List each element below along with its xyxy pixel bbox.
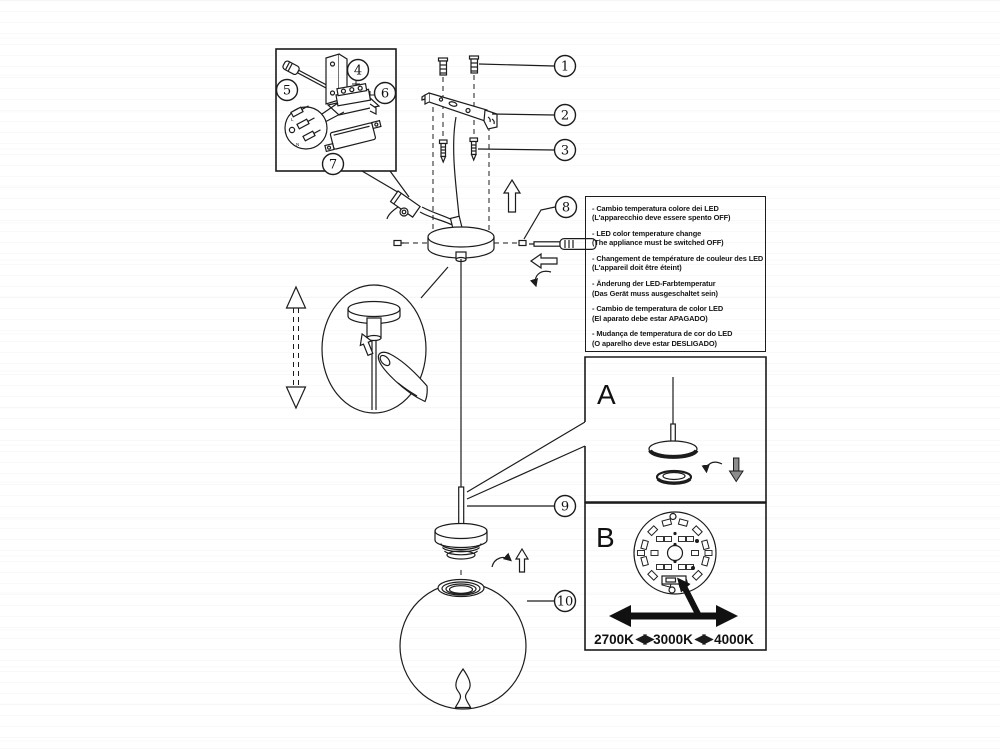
ceiling-canopy [427,215,495,263]
instruction-line: - LED color temperature change [592,229,702,239]
detail-b-label: B [596,522,615,553]
detail-a-label: A [597,379,616,410]
inset-pointer-line [361,170,402,195]
instruction-line: (Das Gerät muss ausgeschaltet sein) [592,288,718,298]
temp-2700k: 2700K [594,632,634,647]
svg-text:2: 2 [561,109,569,124]
instruction-item: - Cambio de temperatura de color LED (El… [592,304,760,323]
instruction-line: - Changement de température de couleur d… [592,254,764,264]
callout-5: 5 [275,78,299,102]
down-arrow-icon [728,457,744,483]
terminal-block [326,83,381,116]
instruction-line: - Mudança de temperatura de cor do LED [592,329,733,339]
wall-anchor [468,55,480,74]
glass-sphere [399,578,527,710]
push-up-arrow-icon [359,332,374,357]
callout-leaders [467,63,556,602]
glass-drop-detail [454,667,472,709]
instruction-line: (L'appareil doit être éteint) [592,263,682,273]
switch-pointer-arrow [677,577,702,617]
inset-pointer-line [389,170,410,198]
led-driver-box [324,119,382,153]
left-arrow-icon [529,252,558,270]
up-arrow-icon [514,547,530,573]
mounting-screw [469,137,479,162]
wire-clamp-magnifier: L N [284,102,345,150]
instructions-panel: - Cambio temperatura colore dei LED (L'a… [585,196,766,352]
cable-connector [386,190,459,228]
instruction-item: - LED color temperature change (The appl… [592,229,760,248]
svg-text:10: 10 [557,595,574,610]
callout-3: 3 [553,138,577,162]
callout-1: 1 [553,54,577,78]
instruction-line: - Änderung der LED-Farbtemperatur [592,279,716,289]
svg-text:1: 1 [561,60,569,75]
up-arrow-icon [502,178,522,213]
finger-illustration [377,351,428,403]
svg-text:3: 3 [561,144,569,159]
instruction-item: - Änderung der LED-Farbtemperatur (Das G… [592,279,760,298]
instruction-item: - Changement de température de couleur d… [592,254,764,273]
detail-a-panel: A [584,356,767,503]
mounting-screw [438,139,448,164]
callout-8: 8 [554,195,578,219]
canopy-side-screw [393,239,428,247]
cct-range-arrow [609,605,738,627]
instruction-line: (L'apparecchio deve essere spento OFF) [592,213,731,223]
pcb-components [637,536,713,570]
ceiling-bracket [421,92,498,130]
instruction-item: - Cambio temperatura colore dei LED (L'a… [592,204,760,223]
instruction-item: - Mudança de temperatura de cor do LED (… [592,329,760,348]
callout-10: 10 [553,589,577,613]
detail-a-pointer [466,421,586,493]
callout-4: 4 [346,58,370,82]
callout-9: 9 [553,494,577,518]
instruction-line: (The appliance must be switched OFF) [592,238,724,248]
callout-7: 7 [321,152,345,176]
canopy-side-screw [494,239,527,247]
lamp-holder [434,486,488,560]
screwdriver-icon [529,238,597,251]
svg-text:5: 5 [283,84,291,99]
temp-4000k: 4000K [714,632,754,647]
instruction-line: (El aparato debe estar APAGADO) [592,313,708,323]
svg-text:4: 4 [354,64,362,79]
led-ring [640,518,710,588]
rotate-arrow-icon [529,270,552,288]
cct-switch [661,575,687,594]
detail-b-panel: B [584,502,767,651]
rotate-arrow-icon [701,461,723,474]
instruction-line: - Cambio de temperatura de color LED [592,304,724,314]
oval-inset-pointer [420,266,449,299]
detail-a-pointer [466,445,586,500]
suspension-cable-upper [453,116,461,227]
callout-2: 2 [553,103,577,127]
height-adjust-arrow [285,285,307,410]
cable-lock-detail-oval [321,284,428,414]
earth-symbol-icon [288,126,296,134]
callout-6: 6 [373,81,397,105]
wall-anchor [437,57,449,76]
rotate-arrow-icon [491,552,512,568]
led-pcb [633,511,717,595]
terminal-label-neutral: N [296,142,299,147]
terminal-label-live: L [291,117,294,122]
temp-3000k: 3000K [653,632,693,647]
instruction-line: (O aparelho deve estar DESLIGADO) [592,338,717,348]
svg-text:9: 9 [561,500,569,515]
driver-assembly-inset: L N 4 5 6 7 [275,48,397,176]
svg-text:6: 6 [381,87,389,102]
instruction-line: - Cambio temperatura colore dei LED [592,204,719,213]
svg-text:8: 8 [562,201,570,216]
svg-text:7: 7 [329,158,337,173]
